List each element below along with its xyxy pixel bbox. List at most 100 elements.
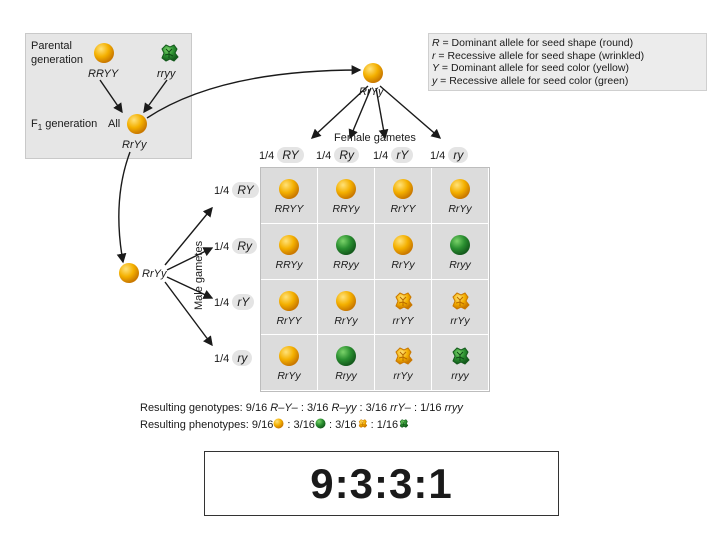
legend-symbol: y <box>432 74 438 87</box>
round-yellow-seed-icon <box>392 178 414 200</box>
gamete-allele: RY <box>232 182 259 198</box>
punnett-cell: Rryy <box>432 223 489 280</box>
cell-genotype: RrYy <box>277 370 301 383</box>
wrinkled-green-seed-icon <box>398 418 409 429</box>
male-gamete: 1/4 RY <box>214 182 259 198</box>
gamete-fraction: 1/4 <box>373 150 392 162</box>
cell-genotype: RRYy <box>275 258 303 271</box>
punnett-cell: RrYy <box>261 335 318 391</box>
female-gamete: 1/4 RY <box>259 147 304 163</box>
female-genotype: RrYy <box>359 86 384 98</box>
phenotype-fraction: 9/16 <box>251 419 274 431</box>
gamete-fraction: 1/4 <box>214 297 233 309</box>
phenotypes-label: Resulting phenotypes: <box>140 419 252 431</box>
punnett-cell: RRyy <box>318 223 375 280</box>
male-gametes-label: Male gametes <box>193 240 205 310</box>
cell-genotype: RRYY <box>274 203 304 215</box>
legend-text: = Dominant allele for seed shape (round) <box>439 37 634 49</box>
legend-text: = Dominant allele for seed color (yellow… <box>439 62 629 74</box>
cell-genotype: rrYy <box>393 370 413 383</box>
parental-title-line1: Parental <box>31 40 72 52</box>
legend-symbol: r <box>432 49 436 62</box>
arrow-female-ry3 <box>375 87 389 140</box>
wrinkled-yellow-seed-icon <box>449 290 471 312</box>
genotype-class: rrY– <box>390 402 411 414</box>
female-gamete: 1/4 Ry <box>316 147 360 163</box>
round-yellow-seed-icon <box>335 290 357 312</box>
punnett-cell: rrYY <box>375 279 432 336</box>
separator: : <box>284 419 294 431</box>
gamete-fraction: 1/4 <box>259 150 278 162</box>
round-green-seed-icon <box>315 418 326 429</box>
arrow-male-ry2 <box>166 247 214 271</box>
wrinkled-yellow-seed-icon <box>357 418 368 429</box>
gamete-fraction: 1/4 <box>214 185 233 197</box>
male-gamete: 1/4 rY <box>214 294 255 310</box>
parental-title-line2: generation <box>31 54 83 66</box>
punnett-cell: rrYy <box>375 335 432 391</box>
round-yellow-seed-icon <box>278 178 300 200</box>
male-gamete: 1/4 ry <box>214 350 253 366</box>
phenotype-fraction: 1/16 <box>376 419 399 431</box>
gamete-allele: rY <box>232 294 255 310</box>
gamete-fraction: 1/4 <box>430 150 449 162</box>
legend-line: Y = Dominant allele for seed color (yell… <box>432 62 644 75</box>
genotypes-label: Resulting genotypes: <box>140 402 246 414</box>
wrinkled-green-seed-icon <box>449 345 471 367</box>
parent1-genotype: RRYY <box>88 68 119 80</box>
arrow-f1-to-male <box>116 151 131 264</box>
round-yellow-seed-icon <box>278 234 300 256</box>
phenotype-fraction: 3/16 <box>293 419 315 431</box>
male-gamete: 1/4 Ry <box>214 238 258 254</box>
legend-line: y = Recessive allele for seed color (gre… <box>432 75 644 88</box>
genotype-fraction: 9/16 <box>245 402 271 414</box>
phenotype-fraction: 3/16 <box>335 419 357 431</box>
gamete-fraction: 1/4 <box>214 353 233 365</box>
round-yellow-seed-icon <box>449 178 471 200</box>
wrinkled-yellow-seed-icon <box>392 345 414 367</box>
arrow-f1-to-female <box>146 65 362 119</box>
cell-genotype: RrYy <box>448 203 472 215</box>
cell-genotype: RrYY <box>276 314 302 327</box>
round-green-seed-icon <box>335 345 357 367</box>
legend-line: r = Recessive allele for seed shape (wri… <box>432 50 644 63</box>
gamete-allele: RY <box>277 147 304 163</box>
gamete-fraction: 1/4 <box>316 150 335 162</box>
legend-text: = Recessive allele for seed color (green… <box>437 74 629 87</box>
arrow-parent2-to-f1 <box>143 79 168 114</box>
female-round-yellow-seed-icon <box>362 62 384 84</box>
genotype-class: rryy <box>444 402 463 414</box>
punnett-cell: RrYy <box>432 168 489 224</box>
f1-genotype: RrYy <box>122 139 147 151</box>
round-yellow-seed-icon <box>392 234 414 256</box>
punnett-cell: RrYY <box>375 168 432 224</box>
separator: : <box>367 419 377 431</box>
wrinkled-yellow-seed-icon <box>392 290 414 312</box>
female-gametes-label: Female gametes <box>334 132 416 144</box>
cell-genotype: rrYY <box>392 314 414 327</box>
genotype-fraction: 3/16 <box>306 402 332 414</box>
parent2-genotype: rryy <box>157 68 176 80</box>
gamete-fraction: 1/4 <box>214 241 233 253</box>
resulting-genotypes-line: Resulting genotypes: 9/16 R–Y– : 3/16 R–… <box>140 402 463 414</box>
gamete-allele: Ry <box>334 147 360 163</box>
round-yellow-seed-icon <box>273 418 284 429</box>
ratio-box: 9:3:3:1 <box>204 451 559 516</box>
punnett-cell: RRYY <box>261 168 318 224</box>
punnett-cell: RRYy <box>261 223 318 280</box>
f1-all-label: All <box>108 118 121 130</box>
gamete-allele: ry <box>448 147 469 163</box>
legend-symbol: Y <box>432 62 440 74</box>
arrow-female-ry4 <box>379 85 442 139</box>
gamete-allele: ry <box>232 350 253 366</box>
cell-genotype: RrYY <box>390 203 416 215</box>
female-gamete: 1/4 ry <box>430 147 469 163</box>
genotype-class: R–yy <box>331 402 357 414</box>
separator: : <box>325 419 336 431</box>
female-gamete: 1/4 rY <box>373 147 414 163</box>
separator: : <box>297 402 307 414</box>
cell-genotype: RRyy <box>333 258 359 271</box>
punnett-cell: RrYy <box>375 223 432 280</box>
